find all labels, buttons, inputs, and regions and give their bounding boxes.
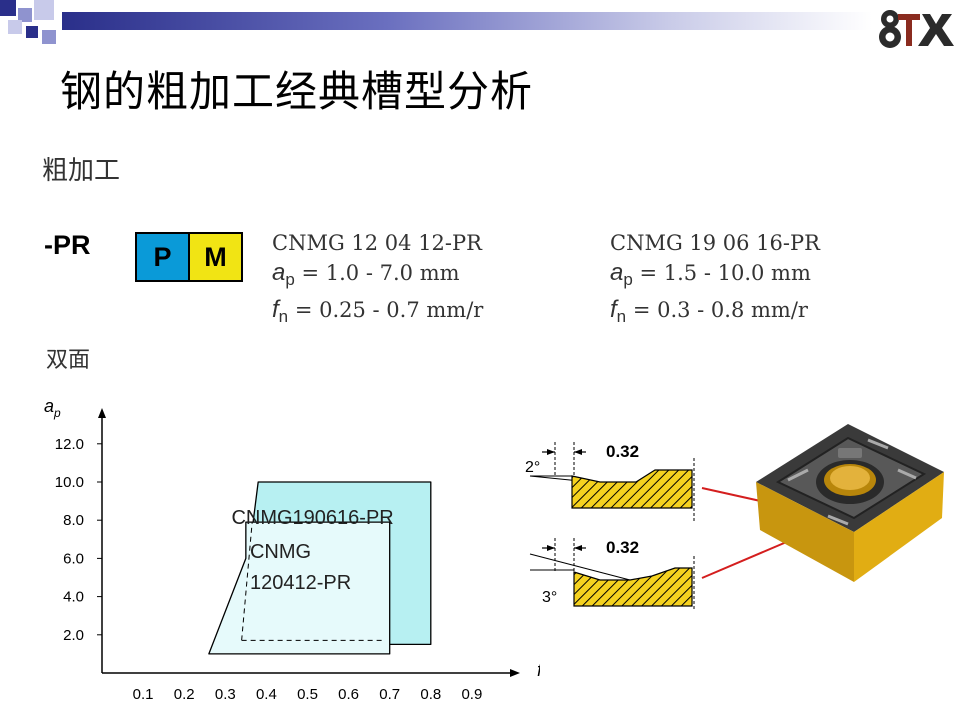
x-tick-label: 0.3 <box>215 686 236 703</box>
groove-profile-diagram: 0.32 2° 0.32 3° <box>525 442 695 610</box>
series-label-cnmg120412: CNMG <box>250 541 311 563</box>
company-logo <box>879 10 954 48</box>
profile-bottom-angle: 3° <box>542 589 557 606</box>
ap-subscript: p <box>623 270 633 290</box>
x-tick-label: 0.2 <box>174 686 195 703</box>
fn-range: = 0.3 - 0.8 mm/r <box>626 298 808 323</box>
y-tick-label: 2.0 <box>63 627 84 644</box>
x-tick-label: 0.7 <box>379 686 400 703</box>
badge-p: P <box>137 234 190 280</box>
region-cnmg120412 <box>208 521 391 655</box>
application-range-chart: 0.1 0.2 0.3 0.4 0.5 0.6 0.7 0.8 0.9 2.0 4.0 6.0 8.0 1… <box>44 396 540 703</box>
header-square <box>42 30 56 44</box>
header-gradient-band <box>62 12 872 30</box>
profile-top-angle: 2° <box>525 459 540 476</box>
y-tick-label: 10.0 <box>55 474 84 491</box>
x-tick-label: 0.8 <box>420 686 441 703</box>
header-square <box>26 26 38 38</box>
profile-bottom: 0.32 3° <box>529 538 695 610</box>
y-axis-arrow <box>98 408 106 418</box>
header-bar <box>0 0 960 48</box>
header-square <box>0 0 16 16</box>
chart-series-labels: CNMG190616-PR CNMG 120412-PR <box>231 507 393 594</box>
header-square <box>8 20 22 34</box>
material-badge: P M <box>135 232 243 282</box>
x-tick-label: 0.5 <box>297 686 318 703</box>
spec-ap-line: ap = 1.5 - 10.0 mm <box>610 258 820 295</box>
header-square <box>34 0 54 20</box>
region-overlap-outline <box>241 522 384 641</box>
y-tick-label: 4.0 <box>63 589 84 606</box>
x-tick-label: 0.4 <box>256 686 277 703</box>
x-label-main: f <box>537 660 540 680</box>
geometry-label: -PR <box>44 230 91 260</box>
ap-range: = 1.0 - 7.0 mm <box>294 261 460 285</box>
fn-subscript: n <box>616 307 627 327</box>
badge-m: M <box>190 234 241 280</box>
spec-ap-line: ap = 1.0 - 7.0 mm <box>272 258 483 295</box>
series-label-cnmg190616: CNMG190616-PR <box>231 507 393 529</box>
section-subtitle: 粗加工 <box>42 156 121 186</box>
y-tick-label: 12.0 <box>55 436 84 453</box>
ap-symbol: a <box>610 259 624 286</box>
x-tick-label: 0.1 <box>133 686 154 703</box>
chart-regions <box>208 481 432 655</box>
spec-block-190616: CNMG 19 06 16-PR ap = 1.5 - 10.0 mm fn =… <box>610 228 820 332</box>
ap-symbol: a <box>272 259 286 286</box>
x-axis-arrow <box>510 669 520 677</box>
spec-code: CNMG 12 04 12-PR <box>272 231 482 255</box>
y-label-sub: p <box>53 406 61 420</box>
double-sided-label: 双面 <box>46 348 91 373</box>
profile-bottom-width: 0.32 <box>606 538 639 557</box>
fn-symbol: f <box>272 296 279 324</box>
slide-title: 钢的粗加工经典槽型分析 <box>60 67 534 116</box>
spec-code: CNMG 19 06 16-PR <box>610 231 820 255</box>
profile-top-width: 0.32 <box>606 442 639 461</box>
series-label-cnmg120412: 120412-PR <box>250 572 351 594</box>
y-label-main: a <box>44 396 54 416</box>
x-tick-label: 0.9 <box>461 686 482 703</box>
fn-range: = 0.25 - 0.7 mm/r <box>288 298 484 323</box>
y-tick-label: 8.0 <box>63 512 84 529</box>
profile-top: 0.32 2° <box>525 442 695 522</box>
x-axis-label: fn <box>537 660 540 684</box>
ap-subscript: p <box>285 270 295 290</box>
insert-illustration <box>756 424 944 582</box>
x-tick-label: 0.6 <box>338 686 359 703</box>
spec-fn-line: fn = 0.25 - 0.7 mm/r <box>272 295 483 332</box>
y-axis-label: ap <box>44 396 61 420</box>
spec-block-120412: CNMG 12 04 12-PR ap = 1.0 - 7.0 mm fn = … <box>272 228 483 332</box>
y-tick-label: 6.0 <box>63 550 84 567</box>
header-square <box>18 8 32 22</box>
fn-subscript: n <box>278 307 289 327</box>
fn-symbol: f <box>610 296 617 324</box>
ap-range: = 1.5 - 10.0 mm <box>632 261 811 285</box>
chart-ticks: 0.1 0.2 0.3 0.4 0.5 0.6 0.7 0.8 0.9 2.0 4.0 6.0 8.0 1… <box>55 436 483 703</box>
spec-fn-line: fn = 0.3 - 0.8 mm/r <box>610 295 820 332</box>
